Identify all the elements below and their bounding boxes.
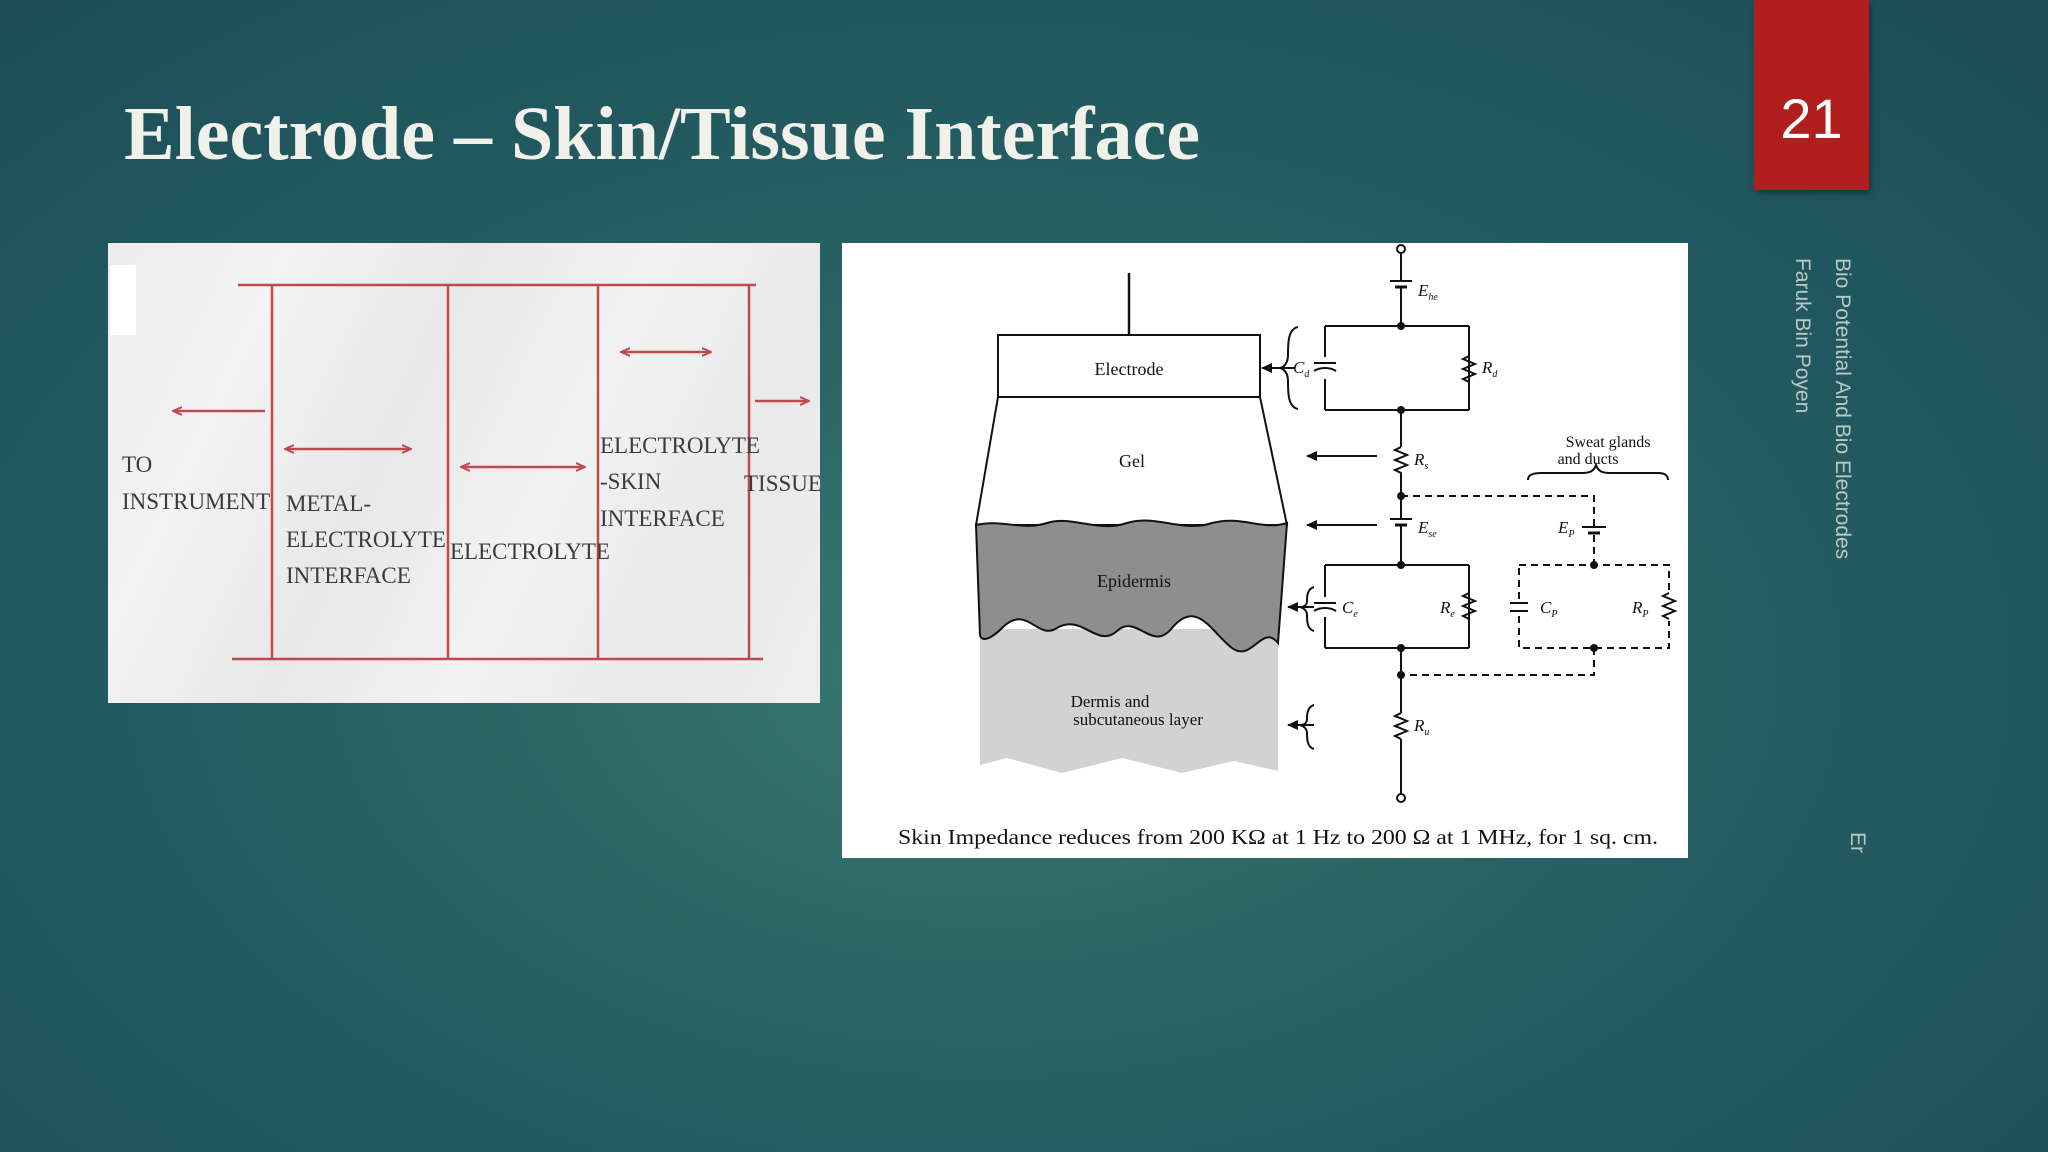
- dermis-label-2: subcutaneous layer: [1073, 710, 1203, 729]
- svg-text:Rs: Rs: [1413, 450, 1428, 472]
- interface-block-diagram-svg: TO INSTRUMENT METAL- ELECTROLYTE INTERFA…: [110, 265, 822, 661]
- dermis-region: [980, 629, 1278, 773]
- junction-dots: [1397, 322, 1598, 679]
- svg-text:Ehe: Ehe: [1417, 281, 1438, 303]
- svg-text:RP: RP: [1631, 598, 1649, 620]
- sweat-label-1: Sweat glands: [1566, 434, 1651, 451]
- boundary-lines: [232, 283, 763, 661]
- block-labels: TO INSTRUMENT METAL- ELECTROLYTE INTERFA…: [122, 433, 822, 588]
- label-tissue: TISSUE: [744, 471, 820, 496]
- interface-block-diagram: TO INSTRUMENT METAL- ELECTROLYTE INTERFA…: [108, 243, 822, 703]
- svg-text:Rd: Rd: [1481, 358, 1498, 380]
- capacitor-ce: [1313, 597, 1337, 617]
- label-es-electrolyte: ELECTROLYTE: [600, 433, 760, 458]
- page-number: 21: [1780, 87, 1843, 150]
- epidermis-label: Epidermis: [1097, 571, 1171, 591]
- impedance-caption: Skin Impedance reduces from 200 KΩ at 1 …: [898, 825, 1658, 849]
- side-text-line1: Bio Potential And Bio Electrodes: [1831, 258, 1854, 560]
- label-metal-electrolyte: ELECTROLYTE: [286, 527, 446, 552]
- component-labels: Ehe Cd Rd Rs Ese Ce Re EP CP RP Ru: [1293, 281, 1649, 738]
- sweat-label-2: and ducts: [1558, 451, 1619, 468]
- side-text-er: Er: [1846, 832, 1869, 853]
- svg-text:EP: EP: [1557, 518, 1575, 540]
- epidermis-region: [974, 519, 1289, 653]
- dermis-label-1: Dermis and: [1071, 692, 1150, 711]
- label-es-skin: -SKIN: [600, 469, 662, 494]
- skin-circuit-svg: Electrode Gel Dermis and subcutaneous la…: [898, 244, 1678, 849]
- svg-text:Re: Re: [1439, 598, 1455, 620]
- electrode-block: [997, 334, 1261, 398]
- skin-equivalent-circuit-diagram: Electrode Gel Dermis and subcutaneous la…: [842, 243, 1688, 858]
- slide-title: Electrode – Skin/Tissue Interface: [124, 92, 1200, 176]
- label-to: TO: [122, 452, 152, 477]
- side-text-line2: Faruk Bin Poyen: [1791, 258, 1814, 414]
- white-patch: [110, 265, 136, 335]
- svg-text:Cd: Cd: [1293, 358, 1310, 380]
- svg-text:Ru: Ru: [1413, 716, 1429, 738]
- label-electrolyte: ELECTROLYTE: [450, 539, 610, 564]
- electrode-brace: [1279, 326, 1299, 410]
- svg-text:CP: CP: [1540, 598, 1557, 620]
- capacitor-cd: [1313, 357, 1337, 379]
- label-metal: METAL-: [286, 491, 371, 516]
- svg-text:Ce: Ce: [1342, 598, 1358, 620]
- label-es-interface: INTERFACE: [600, 506, 725, 531]
- label-instrument: INSTRUMENT: [122, 489, 270, 514]
- gel-label: Gel: [1119, 451, 1145, 471]
- label-metal-interface: INTERFACE: [286, 563, 411, 588]
- dermis-brace: [1299, 704, 1315, 750]
- side-footer-text: Bio Potential And Bio Electrodes Faruk B…: [1791, 258, 1862, 560]
- sweat-gland-components: [1510, 461, 1678, 621]
- electrode-label: Electrode: [1095, 359, 1164, 379]
- svg-text:Ese: Ese: [1417, 518, 1437, 540]
- page-number-badge: 21: [1754, 0, 1869, 190]
- epidermis-brace: [1299, 586, 1315, 632]
